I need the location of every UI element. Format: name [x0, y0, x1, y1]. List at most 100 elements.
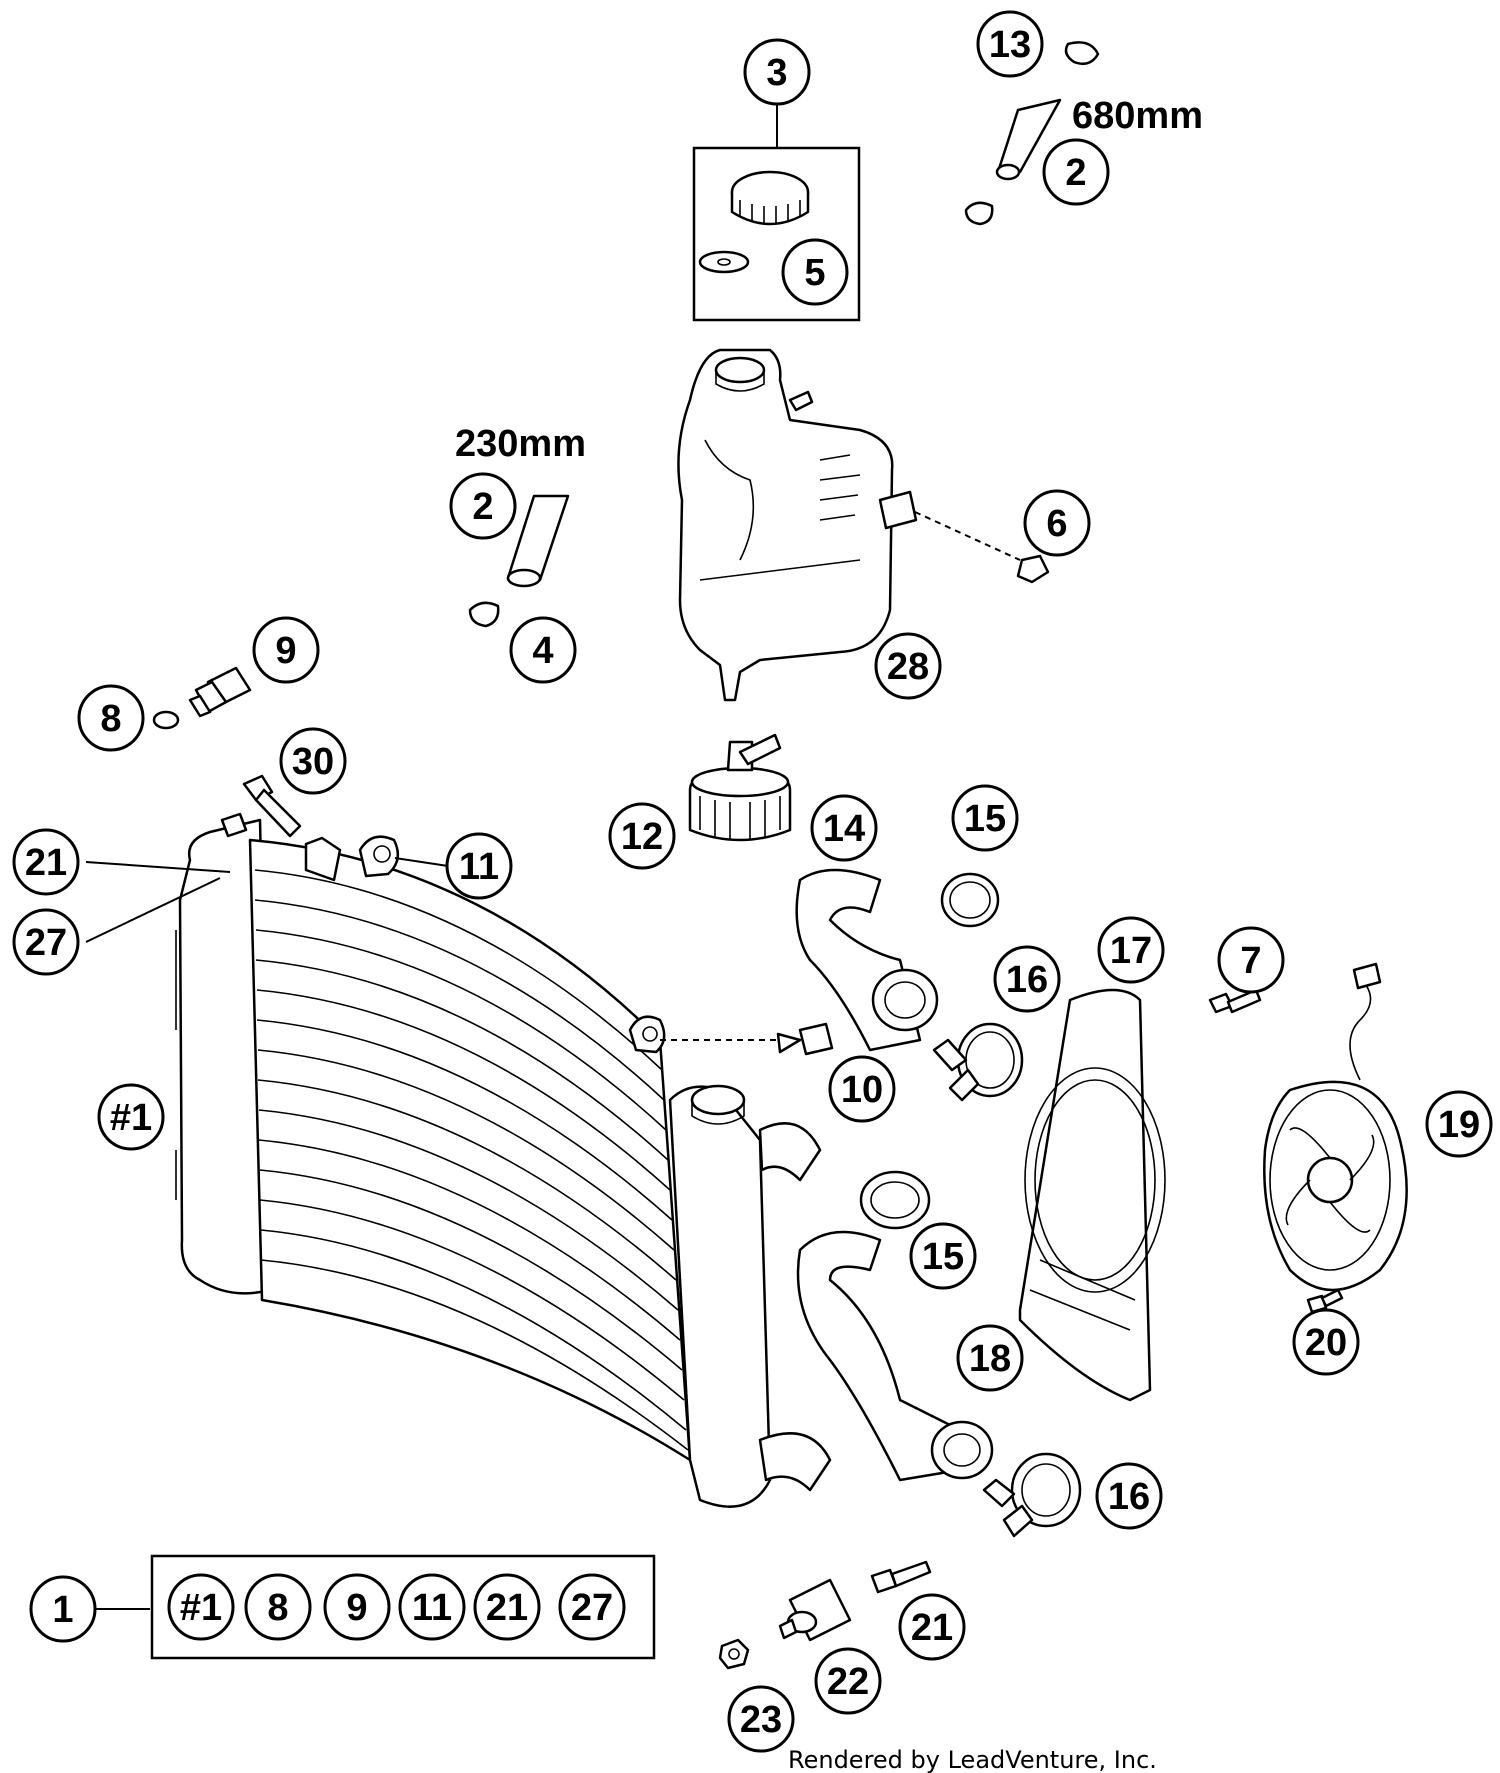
callout-c5: 5 — [781, 238, 849, 306]
callout-c2a: 2 — [1042, 138, 1110, 206]
kit-item-circle — [558, 1573, 626, 1641]
kit-item-circle — [244, 1573, 312, 1641]
kit-item-circle — [323, 1573, 391, 1641]
callout-c21a: 21 — [12, 828, 80, 896]
kit-item-callout: #1 — [167, 1573, 235, 1641]
callout-label: 11 — [459, 846, 499, 888]
callout-circle — [97, 1083, 165, 1151]
fan — [1263, 962, 1408, 1292]
callout-c16b: 16 — [1095, 1462, 1163, 1530]
callout-circle — [1217, 926, 1285, 994]
callout-cH1: #1 — [97, 1083, 165, 1151]
callout-circle — [12, 908, 80, 976]
cap-group-box — [692, 103, 861, 322]
kit-item-label: #1 — [180, 1587, 222, 1629]
leader-27 — [85, 877, 221, 943]
callout-c17: 17 — [1097, 916, 1165, 984]
dimension-label-680mm: 680mm — [1072, 95, 1203, 137]
kit-item-label: 21 — [486, 1587, 528, 1629]
callout-label: 17 — [1110, 930, 1152, 972]
footer-credit: Rendered by LeadVenture, Inc. — [788, 1746, 1157, 1773]
callout-label: 10 — [841, 1069, 883, 1111]
kit-item-circle — [398, 1573, 466, 1641]
callout-circle — [909, 1222, 977, 1290]
callout-circle — [1023, 489, 1091, 557]
callout-circle — [874, 632, 942, 700]
nut-23-part — [718, 1638, 750, 1670]
callout-label: 9 — [275, 630, 296, 672]
callout-label: 27 — [25, 922, 67, 964]
callout-label: 6 — [1046, 503, 1067, 545]
callout-c3: 3 — [743, 38, 811, 106]
callout-label: 12 — [621, 816, 663, 858]
callout-c16a: 16 — [993, 945, 1061, 1013]
screw-20-part — [1306, 1288, 1344, 1314]
callout-circle — [449, 472, 517, 540]
callout-label: 2 — [1065, 152, 1086, 194]
callout-c10: 10 — [828, 1055, 896, 1123]
callout-circle — [12, 828, 80, 896]
callout-c30: 30 — [279, 727, 347, 795]
kit-item-callout: 27 — [558, 1573, 626, 1641]
callout-circle — [951, 784, 1019, 852]
bolt-21-lower-part — [870, 1560, 932, 1594]
dimension-label-230mm: 230mm — [455, 423, 586, 465]
callout-c7: 7 — [1217, 926, 1285, 994]
kit-item-callout: 9 — [323, 1573, 391, 1641]
callout-label: 13 — [989, 24, 1031, 66]
callout-label: #1 — [110, 1097, 152, 1139]
callout-circle — [29, 1575, 97, 1643]
kit-item-circle — [473, 1573, 541, 1641]
hose-14 — [795, 868, 939, 1052]
callout-circle — [828, 1055, 896, 1123]
callout-label: 7 — [1240, 940, 1261, 982]
callout-label: 21 — [25, 842, 67, 884]
callout-circle — [1042, 138, 1110, 206]
hose-230mm — [468, 494, 570, 628]
callout-c4: 4 — [509, 616, 577, 684]
callout-label: 22 — [827, 1661, 869, 1703]
kit-item-circle — [167, 1573, 235, 1641]
bolt-7-part — [1208, 988, 1262, 1014]
callout-c23: 23 — [727, 1685, 795, 1753]
bolt-30-part — [242, 774, 302, 838]
fan-shroud — [1018, 988, 1166, 1402]
kit-item-callout: 8 — [244, 1573, 312, 1641]
callout-circle — [743, 38, 811, 106]
callout-label: 14 — [823, 808, 865, 850]
callout-label: 28 — [887, 646, 929, 688]
callout-c13: 13 — [976, 10, 1044, 78]
kit-item-label: 27 — [571, 1587, 613, 1629]
callout-label: 23 — [740, 1699, 782, 1741]
callout-label: 16 — [1108, 1476, 1150, 1518]
callout-c8: 8 — [77, 684, 145, 752]
screw-6-part — [1016, 554, 1050, 584]
callout-c15a: 15 — [951, 784, 1019, 852]
callout-label: 15 — [964, 798, 1006, 840]
callout-c1: 1 — [29, 1575, 97, 1643]
kit-item-callout: 11 — [398, 1573, 466, 1641]
clamp-16-lower — [982, 1452, 1082, 1538]
clamp-15-lower — [859, 1170, 931, 1230]
callout-c15b: 15 — [909, 1222, 977, 1290]
callout-c14: 14 — [810, 794, 878, 862]
leader-21 — [85, 861, 231, 873]
callout-label: 5 — [804, 252, 825, 294]
callout-circle — [781, 238, 849, 306]
callout-c28: 28 — [874, 632, 942, 700]
callout-circle — [252, 616, 320, 684]
callout-label: 30 — [292, 741, 334, 783]
radiator-cap — [688, 733, 792, 842]
callout-c6: 6 — [1023, 489, 1091, 557]
callout-label: 15 — [922, 1236, 964, 1278]
callout-circle — [509, 616, 577, 684]
temp-sensor — [152, 666, 252, 730]
expansion-tank — [677, 348, 918, 702]
callout-c2b: 2 — [449, 472, 517, 540]
leader-11 — [394, 857, 449, 867]
callout-circle — [810, 794, 878, 862]
callout-c20: 20 — [1292, 1308, 1360, 1376]
callout-c12: 12 — [608, 802, 676, 870]
